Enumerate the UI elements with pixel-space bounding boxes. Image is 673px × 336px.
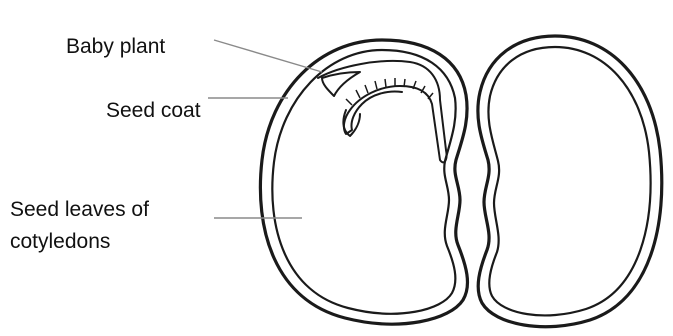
- baby-plant-label: Baby plant: [66, 34, 165, 59]
- seed-leaves-label: Seed leaves of: [10, 197, 149, 222]
- seed-coat-label: Seed coat: [106, 98, 201, 123]
- cotyledons-label: cotyledons: [10, 229, 110, 254]
- right-seed-coat-inner: [488, 47, 650, 315]
- embryo-leaf-tip: [322, 72, 360, 96]
- baby-plant-outline: [318, 61, 447, 162]
- right-seed-coat-outer: [478, 36, 662, 327]
- leader-baby-plant: [214, 40, 322, 72]
- left-seed-coat-inner: [272, 50, 455, 314]
